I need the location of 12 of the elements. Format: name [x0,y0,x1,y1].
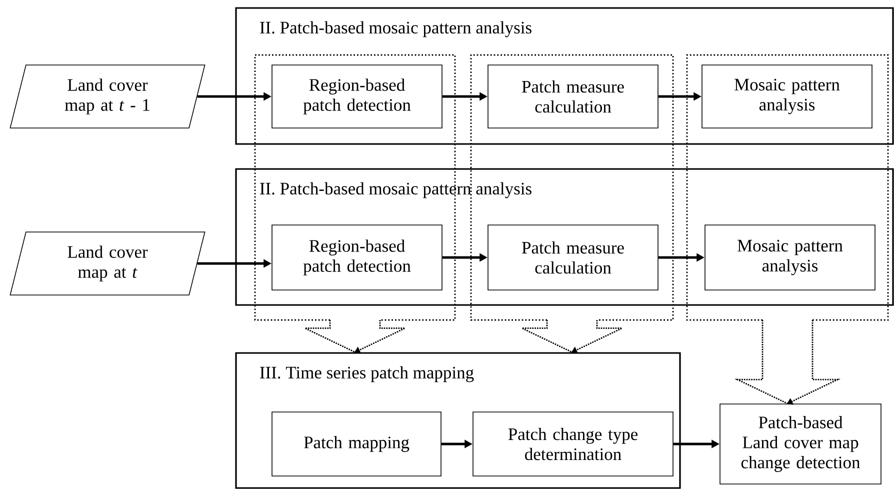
process-box: Patch change type determination [472,412,674,476]
process-box: Mosaic pattern analysis [702,64,872,128]
process-box: Region-based patch detection [272,64,442,128]
process-box: Patch measure calculation [488,224,658,290]
data-parallelogram: Land cover map at t - 1 [10,64,206,128]
block-arrow [734,319,841,405]
process-box: Patch-based Land cover map change detection [720,404,882,484]
process-box: Patch mapping [272,412,442,476]
process-box: Patch measure calculation [488,64,658,128]
data-parallelogram: Land cover map at t [10,232,206,296]
process-box: Mosaic pattern analysis [704,224,876,290]
process-box: Region-based patch detection [272,224,442,290]
